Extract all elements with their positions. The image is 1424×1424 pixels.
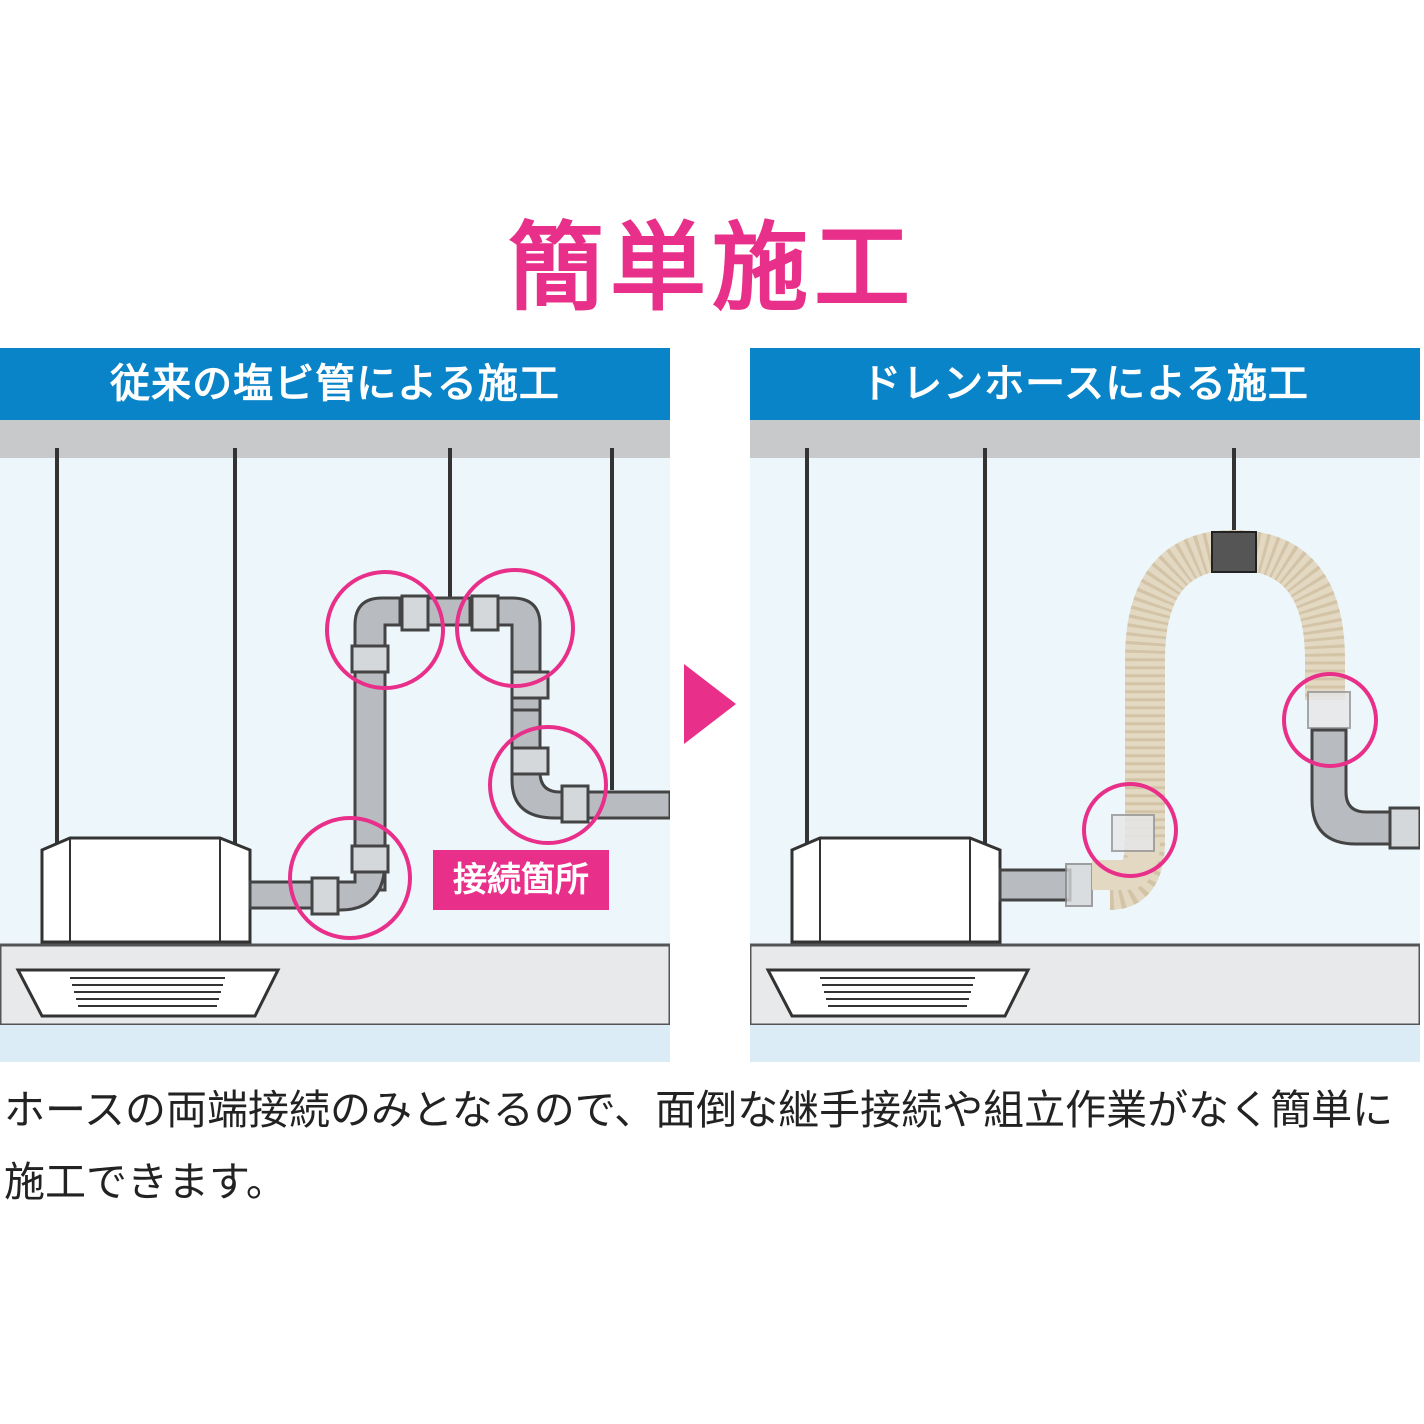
ac-indoor-unit xyxy=(40,836,252,944)
hose-clamp xyxy=(1211,531,1257,573)
connection-highlights xyxy=(288,568,608,940)
description-text: ホースの両端接続のみとなるので、面倒な継手接続や組立作業がなく簡単に施工できます… xyxy=(4,1086,1394,1206)
pvc-fittings xyxy=(310,594,590,916)
page-title: 簡単施工 xyxy=(508,212,916,324)
left-panel-header: 従来の塩ビ管による施工 xyxy=(0,348,670,420)
hanger-rods xyxy=(55,448,614,920)
right-panel-header: ドレンホースによる施工 xyxy=(750,348,1420,420)
ceiling-slab xyxy=(0,420,670,458)
drain-hose-panel: ドレンホースによる施工 xyxy=(750,348,1420,1062)
connection-highlights xyxy=(1082,672,1378,878)
drain-hose-illustration xyxy=(750,420,1420,1062)
connection-points-label: 接続箇所 xyxy=(433,850,609,910)
ac-indoor-unit xyxy=(790,836,1002,944)
ceiling-slab xyxy=(750,420,1420,458)
conventional-pvc-panel: 従来の塩ビ管による施工 xyxy=(0,348,670,1062)
right-arrow-icon xyxy=(684,664,736,744)
pvc-pipe-illustration xyxy=(0,420,670,1062)
